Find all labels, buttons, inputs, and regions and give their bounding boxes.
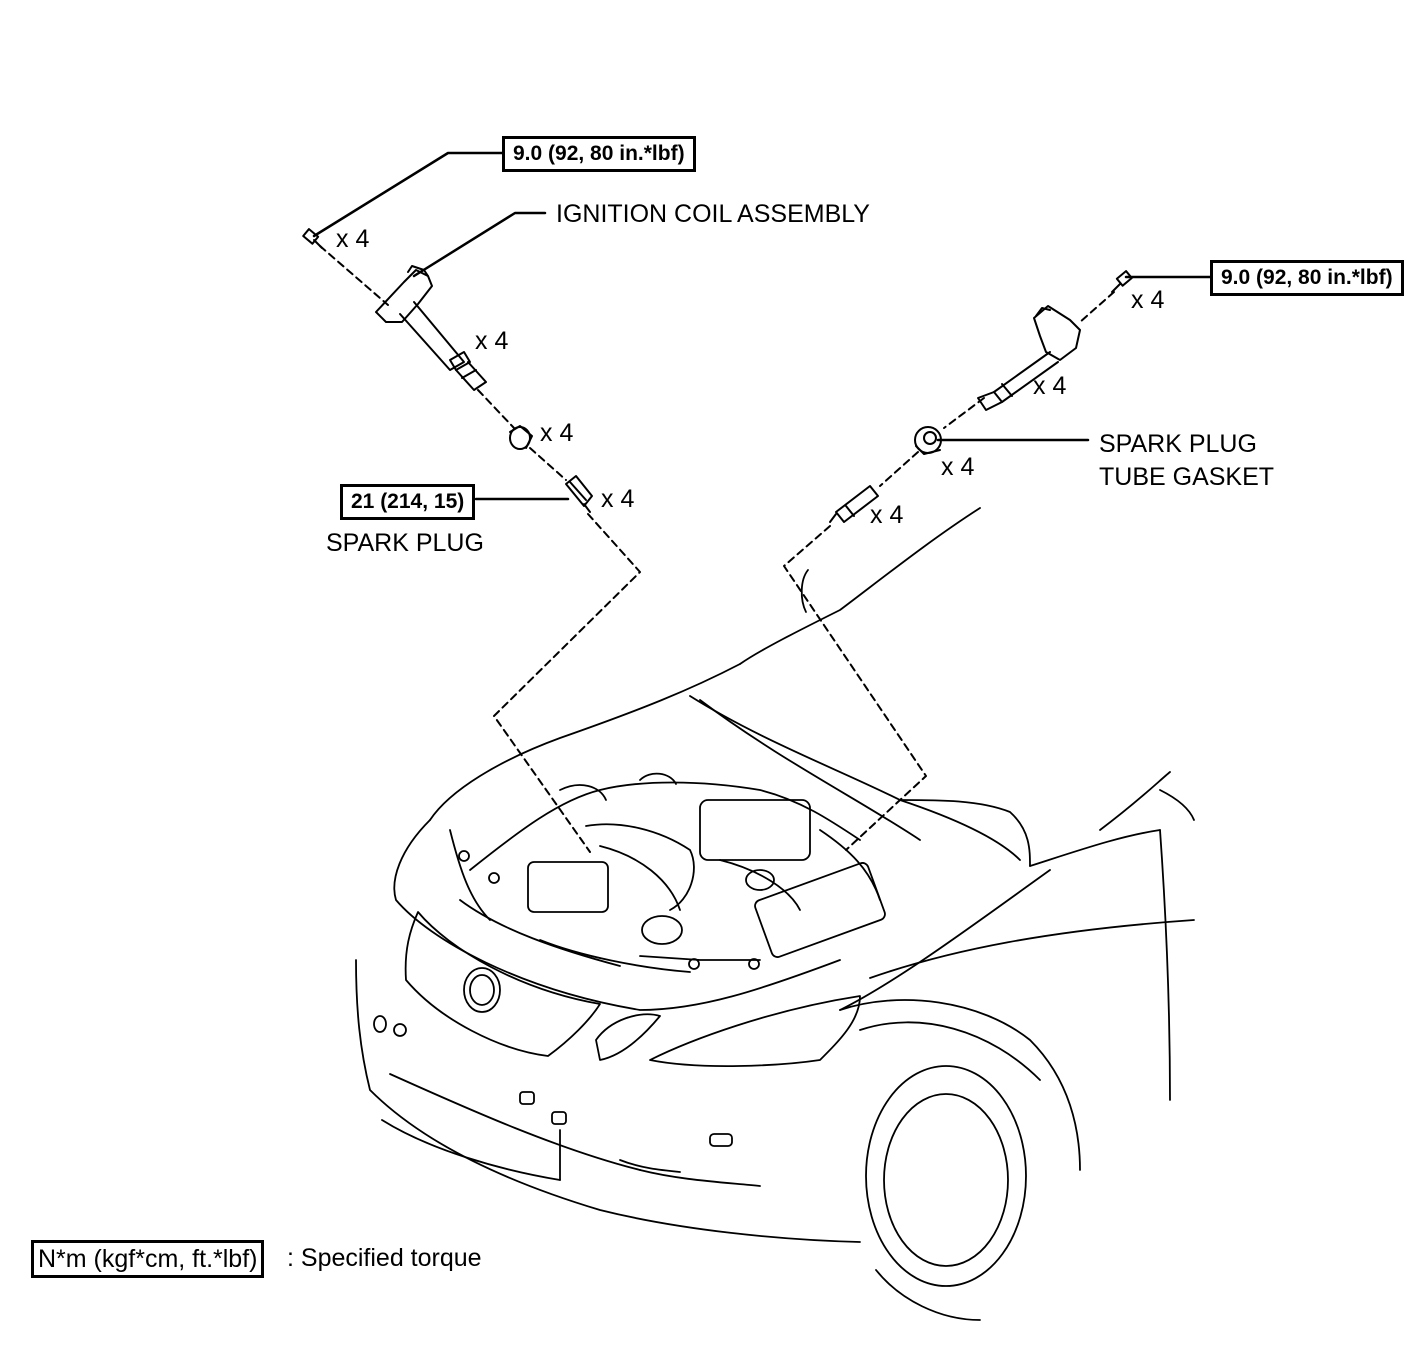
qty-left-bolt: x 4 [336, 225, 370, 253]
leader-lines [312, 151, 1212, 501]
left-tube-gasket-drawing [509, 425, 533, 450]
legend-torque-unit-box: N*m (kgf*cm, ft.*lbf) [31, 1240, 265, 1278]
left-bolt-drawing [302, 228, 323, 249]
torque-spec-coil-bolt-left: 9.0 (92, 80 in.*lbf) [502, 136, 696, 172]
legend-specified-torque-text: : Specified torque [287, 1244, 482, 1272]
qty-right-coil: x 4 [1033, 372, 1067, 400]
qty-left-coil: x 4 [475, 327, 509, 355]
label-ignition-coil-assembly: IGNITION COIL ASSEMBLY [556, 200, 870, 228]
right-ignition-coil-drawing [977, 305, 1081, 411]
vehicle-outline [355, 507, 1195, 1321]
left-spark-plug-drawing [565, 475, 593, 513]
qty-left-gasket: x 4 [540, 419, 574, 447]
qty-right-bolt: x 4 [1131, 286, 1165, 314]
qty-right-plug: x 4 [870, 501, 904, 529]
torque-spec-spark-plug: 21 (214, 15) [340, 484, 476, 520]
label-spark-plug-tube-gasket-line1: SPARK PLUG [1099, 430, 1257, 458]
left-ignition-coil-drawing [375, 265, 487, 391]
right-spark-plug-drawing [829, 485, 879, 523]
right-bolt-drawing [1111, 270, 1133, 293]
alignment-dashed-lines [319, 245, 1115, 853]
label-spark-plug-tube-gasket-line2: TUBE GASKET [1099, 463, 1275, 491]
right-tube-gasket-drawing [914, 426, 942, 455]
label-spark-plug: SPARK PLUG [326, 529, 484, 557]
qty-right-gasket: x 4 [941, 453, 975, 481]
qty-left-plug: x 4 [601, 485, 635, 513]
torque-spec-coil-bolt-right: 9.0 (92, 80 in.*lbf) [1210, 260, 1404, 296]
